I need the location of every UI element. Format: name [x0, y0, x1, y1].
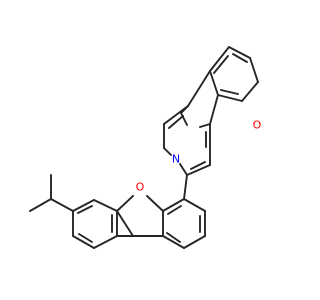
molecule-canvas: O N O: [0, 0, 300, 300]
oxygen-atom-bottom: O: [136, 181, 145, 194]
molecule-structure: O N O: [0, 0, 300, 300]
oxygen-atom-top: O: [253, 119, 262, 132]
biaryl-bond: [183, 174, 188, 200]
lower-furan-ring: [116, 195, 164, 237]
left-lower-benzo-ring: [72, 199, 134, 249]
pyridine-ring: [163, 105, 211, 176]
right-lower-benzo-ring: [162, 198, 206, 249]
background: [0, 0, 300, 300]
top-benzo-ring: [209, 46, 259, 102]
isopropyl-group: [29, 174, 74, 212]
nitrogen-atom: N: [172, 153, 180, 166]
